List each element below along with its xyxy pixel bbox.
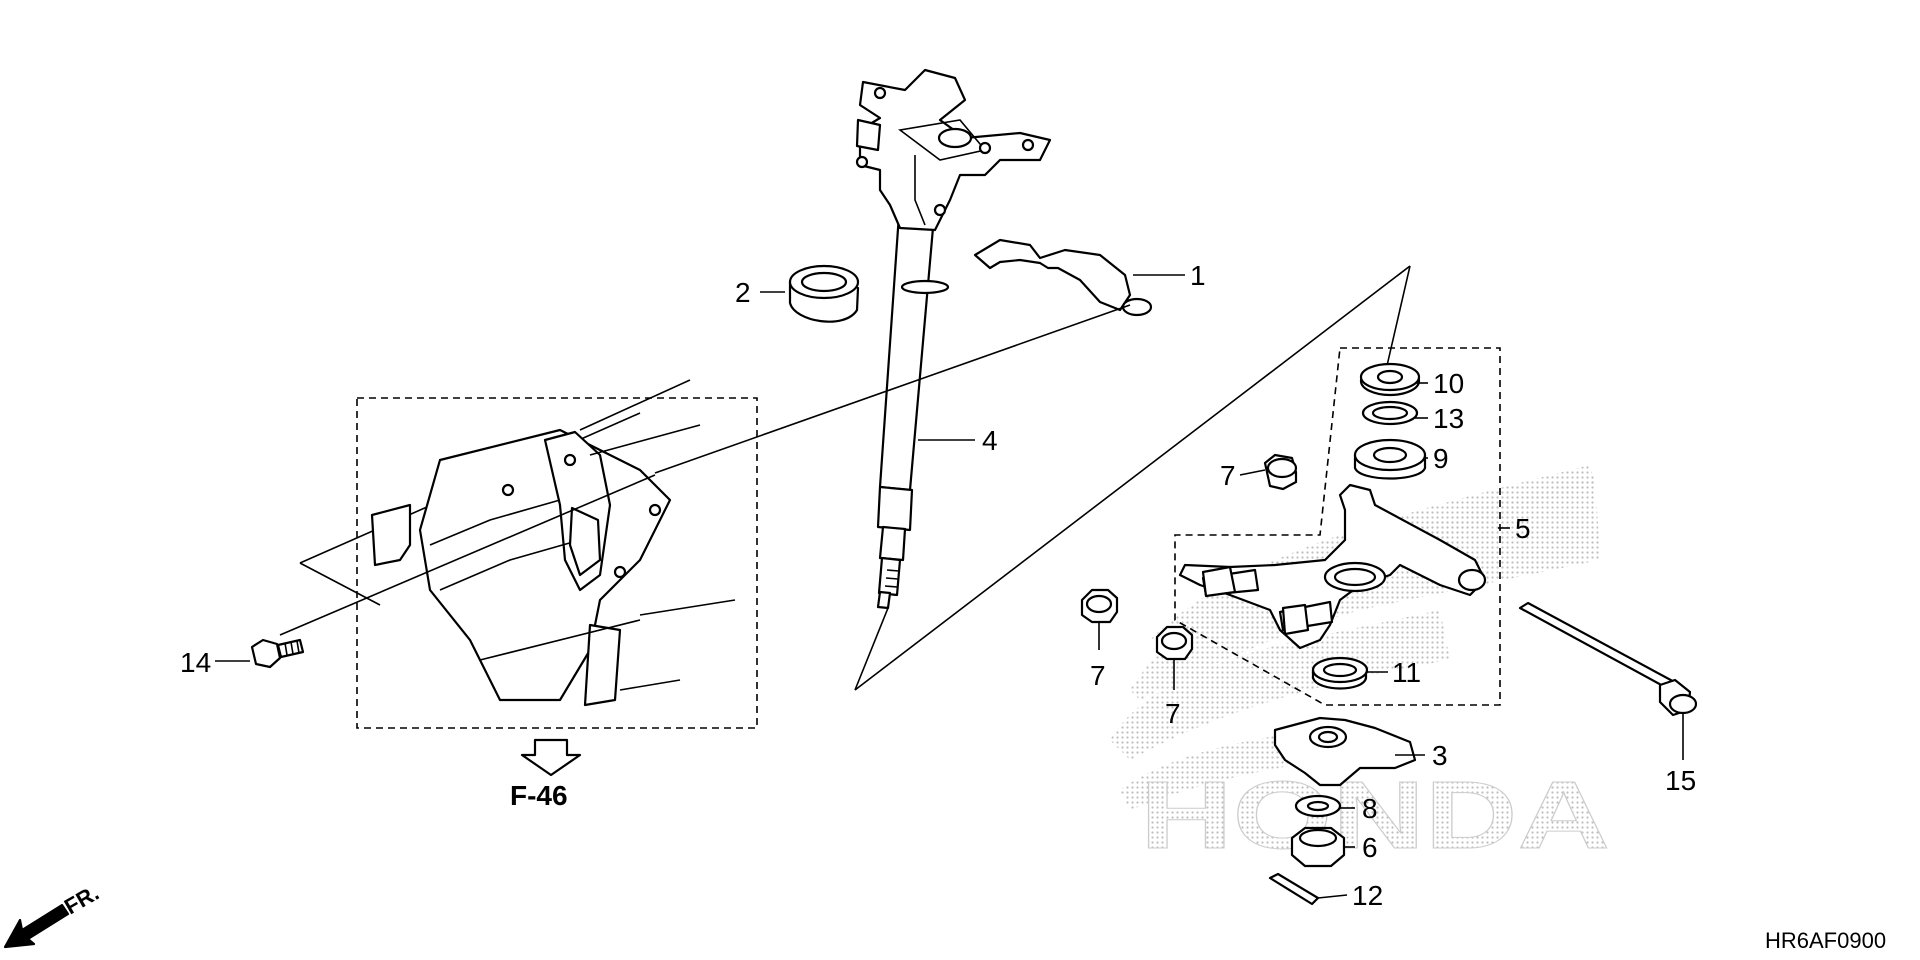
callout-1: 1: [1190, 260, 1206, 291]
callout-11: 11: [1392, 657, 1421, 688]
callout-14: 14: [180, 647, 211, 678]
leader-lines: [215, 274, 1684, 899]
callout-7-upper: 7: [1220, 460, 1236, 491]
callout-4: 4: [982, 425, 998, 456]
front-direction-indicator: FR.: [3, 880, 103, 949]
document-code: HR6AF0900: [1765, 928, 1886, 953]
callout-12: 12: [1352, 880, 1383, 911]
steering-shaft: [876, 198, 950, 610]
reference-label: F-46: [510, 780, 568, 811]
watermark-honda-text: HONDA: [1140, 762, 1610, 869]
lower-holder: [1273, 716, 1417, 787]
callout-6: 6: [1362, 832, 1378, 863]
steering-arm: [1178, 483, 1487, 650]
callout-2: 2: [735, 277, 751, 308]
flange-bolt-14: [250, 638, 305, 669]
callout-15: 15: [1665, 765, 1696, 796]
flange-bolt-15: [1518, 601, 1698, 717]
cross-reference-lines: [279, 265, 1411, 691]
reference-down-arrow-icon: [520, 738, 582, 777]
callout-3: 3: [1432, 740, 1448, 771]
shaft-holder: [973, 238, 1153, 317]
steering-bracket: [855, 68, 1052, 232]
callout-7-left: 7: [1090, 660, 1106, 691]
callout-10: 10: [1433, 368, 1464, 399]
reference-arrow-group: F-46: [510, 738, 582, 811]
flange-nut-left: [1080, 588, 1119, 624]
flange-nut-upper: [1263, 453, 1298, 491]
callout-13: 13: [1433, 403, 1464, 434]
front-arrow-icon: [3, 903, 70, 949]
upper-bearing-stack: [1353, 362, 1427, 480]
frame-detail-group: [299, 379, 758, 729]
callout-8: 8: [1362, 793, 1378, 824]
callout-7-middle: 7: [1165, 698, 1181, 729]
steering-arm-dashed-box: [1174, 347, 1501, 706]
callout-5: 5: [1515, 513, 1531, 544]
frame-detail-dashed-box: [356, 397, 758, 729]
oil-seal-lower: [1311, 656, 1369, 690]
callout-labels: 1 2 3 4 5 6 7 7 7 8 9 10 11 12 13 14 15: [180, 260, 1696, 911]
dust-seal: [788, 264, 860, 323]
flange-nut-middle: [1155, 625, 1194, 661]
callout-9: 9: [1433, 443, 1449, 474]
